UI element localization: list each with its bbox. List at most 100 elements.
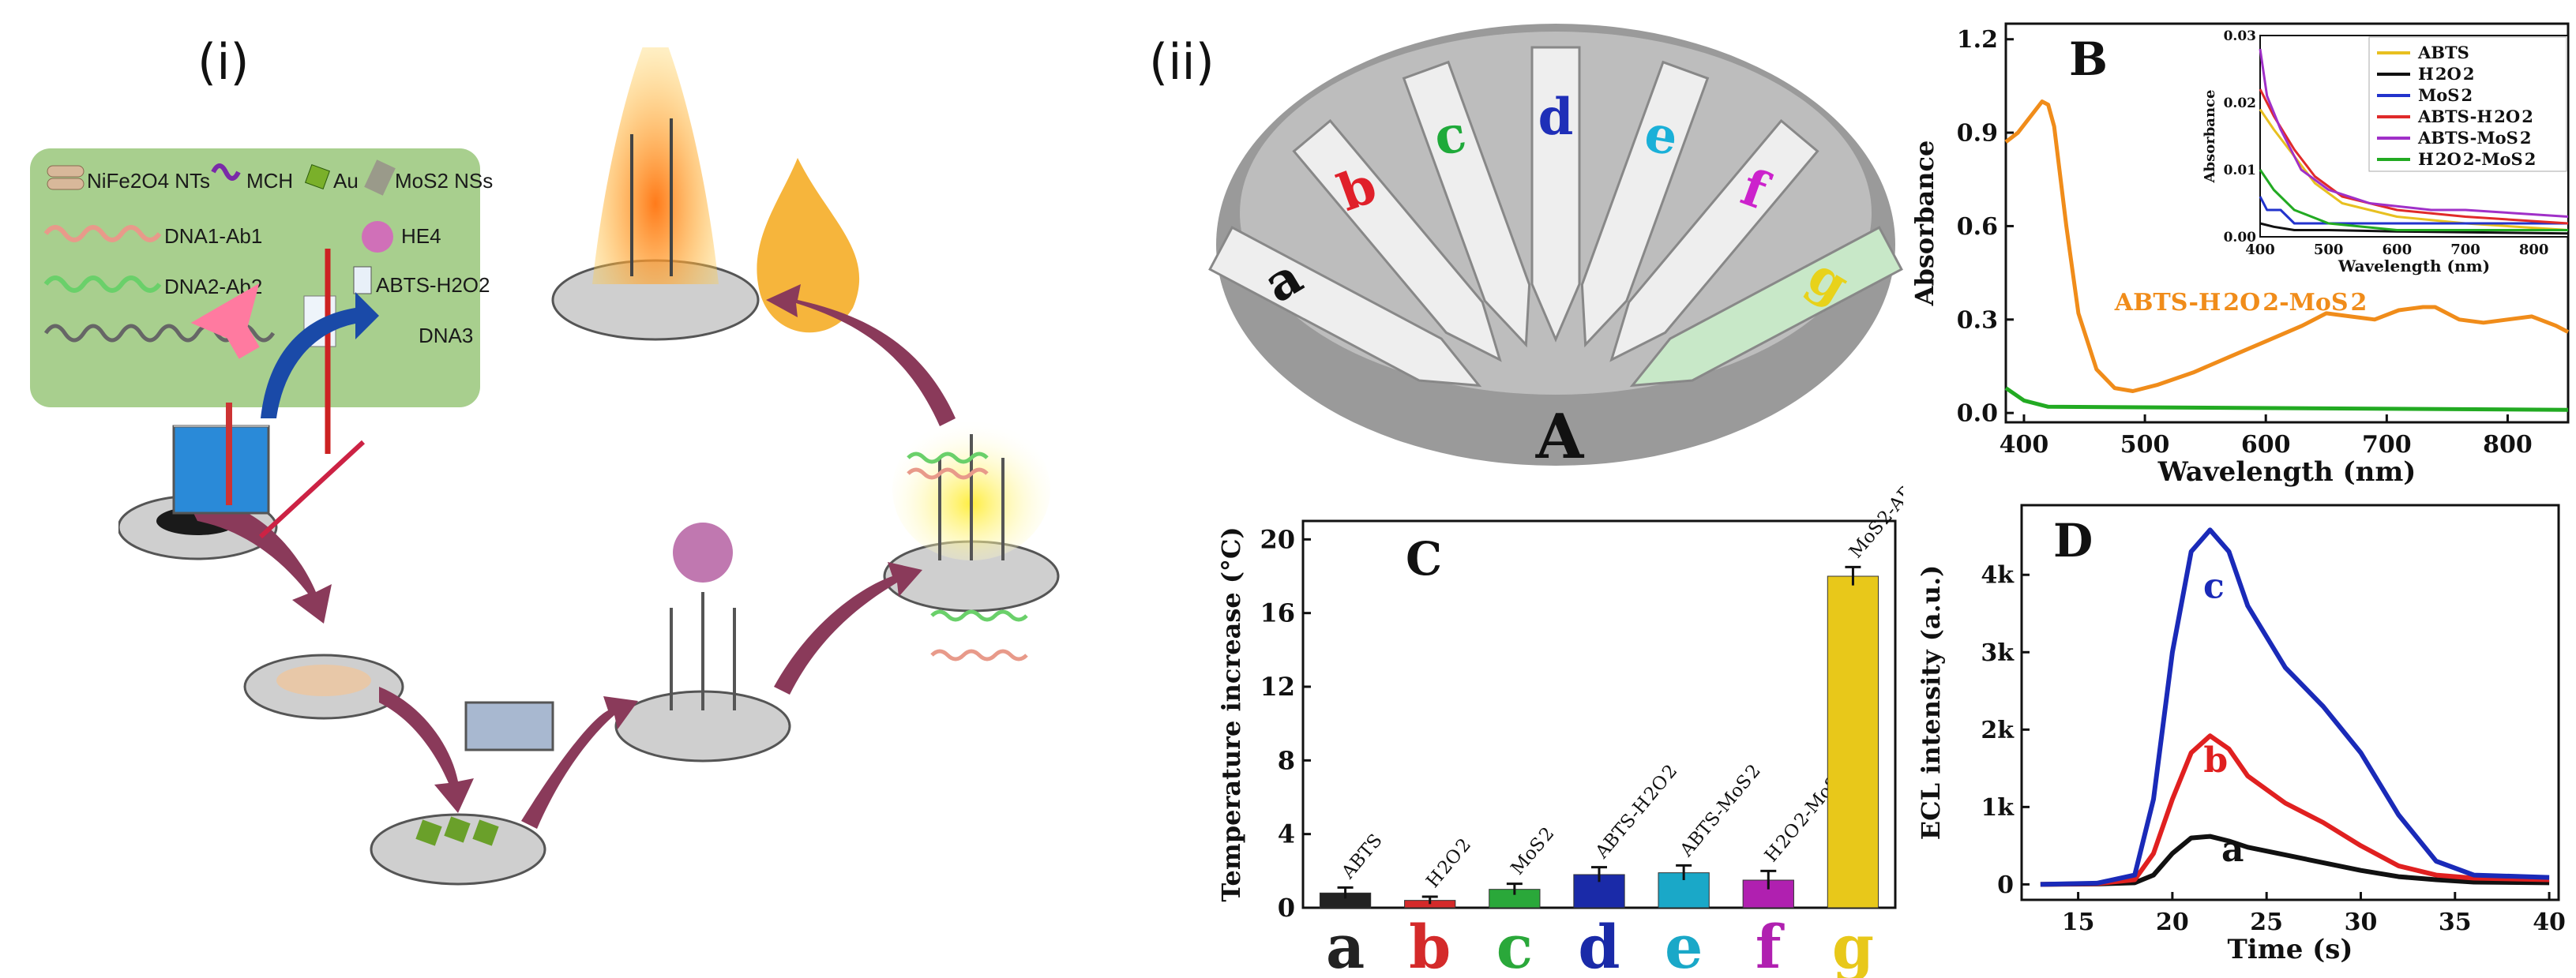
inset-series-line [2259, 222, 2569, 235]
inset-x-tick-label: 600 [2383, 242, 2413, 258]
y-tick-label: 16 [1260, 598, 1295, 628]
scheme-illustration [118, 47, 1060, 886]
y-tick-label: 12 [1260, 672, 1295, 702]
y-axis-label: Temperature increase (°C) [1216, 526, 1246, 901]
process-arrows [190, 284, 956, 829]
inset-series-line [2259, 169, 2568, 231]
series-line [2040, 527, 2550, 887]
legend-nanotubes: NiFe2O4 NTs [87, 169, 211, 193]
mos2-icon [364, 159, 396, 196]
inset-x-tick-label: 400 [2245, 242, 2275, 258]
x-tick-label: 700 [2362, 431, 2412, 459]
vial-tube: c [1402, 60, 1531, 348]
bar [1827, 575, 1879, 909]
legend-mch: MCH [246, 169, 294, 193]
inset-legend-label: H 2O 2 [2418, 64, 2475, 84]
inset-series-line [2259, 48, 2569, 218]
vial-tube: f [1609, 118, 1819, 362]
x-tick-label: 20 [2156, 909, 2189, 936]
y-tick-label: 8 [1278, 745, 1295, 775]
inset-y-tick-label: 0.02 [2224, 96, 2256, 111]
y-tick-label: 0 [1278, 893, 1295, 923]
inset-legend-label: MoS 2 [2418, 85, 2473, 105]
tube-body [1580, 60, 1710, 348]
he4-icon [362, 221, 393, 253]
legend-dna1: DNA1-Ab1 [164, 224, 263, 248]
legend-dna3: DNA3 [419, 324, 474, 347]
electrode-au [370, 813, 546, 886]
electrode-photothermal [551, 47, 760, 341]
series-label: c [2203, 567, 2225, 607]
category-label: e [1665, 912, 1703, 978]
bar-label: MoS 2 [1508, 823, 1559, 879]
x-tick-label: 600 [2241, 431, 2291, 459]
series-label: a [2221, 830, 2244, 870]
au-icon [304, 163, 331, 190]
scheme-legend: NiFe2O4 NTs MCH Au MoS2 NSs DNA1-Ab1 HE4… [30, 148, 493, 407]
category-label: d [1578, 912, 1620, 978]
bar-label: ABTS-H 2O 2 [1591, 761, 1681, 863]
panel-label: B [2069, 32, 2108, 86]
inset-y-axis-label: Absorbance [2202, 90, 2218, 184]
inset-series-line [2259, 196, 2568, 225]
y-axis-label: ECL intensity (a.u.) [1916, 565, 1946, 841]
dna2-icon [43, 275, 162, 293]
inset-legend-label: H 2O 2-MoS 2 [2418, 149, 2536, 169]
y-tick-label: 20 [1260, 524, 1295, 554]
annotation-label: ABTS-H 2O 2-MoS 2 [2114, 289, 2368, 317]
inset-x-axis-label: Wavelength (nm) [2338, 257, 2490, 275]
y-tick-label: 4k [1981, 562, 2015, 590]
inset-legend-label: ABTS [2417, 43, 2469, 62]
series-line [2040, 834, 2550, 887]
vial-tube: e [1580, 60, 1710, 348]
electrode-dna3 [614, 592, 791, 763]
x-tick-label: 400 [2000, 431, 2049, 459]
inset-x-tick-label: 700 [2450, 242, 2480, 258]
x-tick-label: 15 [2062, 909, 2095, 936]
dna1-icon [43, 225, 162, 242]
category-label: g [1832, 912, 1874, 978]
part-label-ii: (ii) [1149, 33, 1215, 91]
series-line [2004, 386, 2569, 412]
part-label-i: (i) [197, 33, 250, 91]
bar-label: ABTS [1338, 830, 1387, 883]
y-tick-label: 1k [1981, 794, 2015, 822]
instrument-icon [464, 701, 554, 751]
x-tick-label: 25 [2250, 909, 2283, 936]
series-line [2004, 99, 2570, 393]
tube-body [1609, 118, 1819, 362]
mch-icon [211, 163, 241, 181]
category-label: c [1496, 912, 1533, 978]
inset-legend-label: ABTS-H 2O 2 [2417, 107, 2533, 126]
y-tick-label: 2k [1981, 717, 2015, 744]
y-tick-label: 3k [1981, 639, 2015, 667]
series-line [2040, 733, 2550, 887]
panel-label: D [2053, 514, 2093, 568]
y-tick-label: 0.3 [1957, 306, 1998, 334]
bar-label: H 2O 2 [1422, 834, 1475, 891]
bar-label: ABTS-MoS 2 [1676, 761, 1765, 861]
tube-body [1208, 226, 1482, 388]
x-tick-label: 500 [2120, 431, 2170, 459]
category-label: b [1409, 912, 1451, 978]
inset-legend [2368, 36, 2567, 172]
x-tick-label: 35 [2439, 909, 2472, 936]
legend-au: Au [333, 169, 359, 193]
x-axis-label: Time (s) [2228, 934, 2353, 965]
inset-legend-label: ABTS-MoS 2 [2417, 128, 2531, 148]
abts-icon [353, 266, 372, 294]
x-tick-label: 800 [2483, 431, 2533, 459]
category-label: a [1326, 912, 1365, 978]
y-tick-label: 0.0 [1957, 400, 1998, 428]
y-tick-label: 0 [1997, 871, 2014, 899]
legend-he4: HE4 [401, 224, 441, 248]
y-tick-label: 1.2 [1957, 26, 1998, 54]
he4-target [673, 523, 733, 583]
inset-y-tick-label: 0.00 [2224, 230, 2257, 245]
vial-tube: g [1629, 226, 1903, 388]
inset-x-tick-label: 500 [2314, 242, 2344, 258]
tube-body [1530, 46, 1581, 343]
